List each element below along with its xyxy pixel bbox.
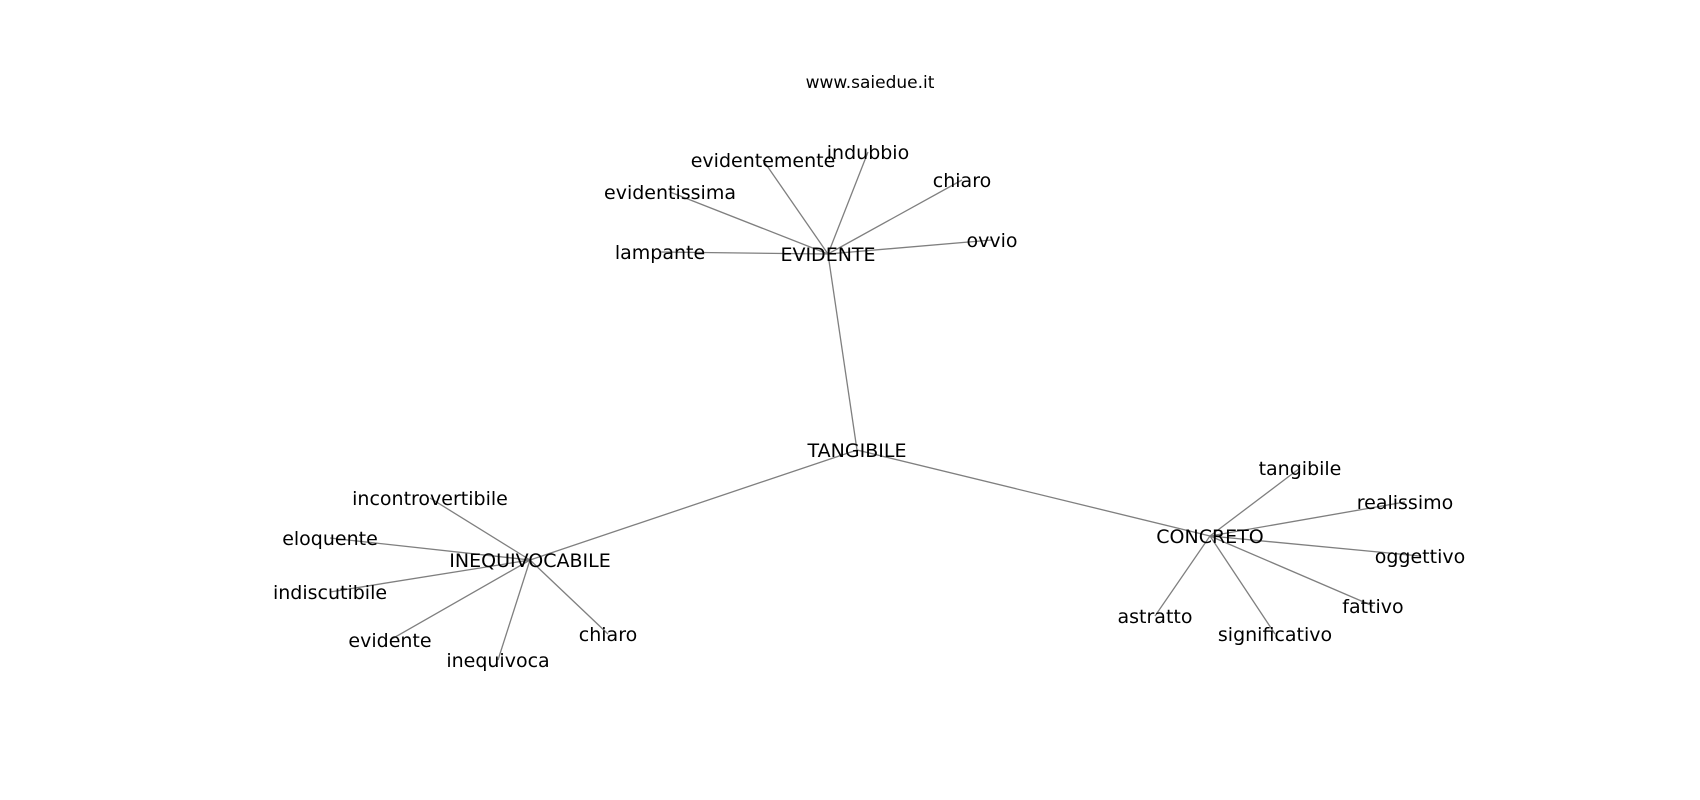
edge-hub-leaf <box>1154 535 1211 617</box>
leaf-node-label: realissimo <box>1357 492 1454 514</box>
edge-hub-leaf <box>762 159 829 255</box>
leaf-node-label: evidentemente <box>691 150 836 172</box>
leaf-node-label: chiaro <box>933 170 991 192</box>
edge-root-hub <box>529 449 858 561</box>
leaf-node-label: indubbio <box>827 142 909 164</box>
leaf-node-label: inequivoca <box>446 650 549 672</box>
leaf-node-label: significativo <box>1218 624 1332 646</box>
edge-root-hub <box>856 449 1211 537</box>
leaf-node-label: indiscutibile <box>273 582 387 604</box>
edges-layer <box>329 151 1421 661</box>
leaf-node-label: tangibile <box>1259 458 1342 480</box>
edge-hub-leaf <box>329 559 531 593</box>
leaf-node-label: eloquente <box>282 528 378 550</box>
edge-hub-leaf <box>529 559 609 635</box>
edge-hub-leaf <box>1209 535 1374 607</box>
edge-hub-leaf <box>329 537 531 561</box>
edge-hub-leaf <box>669 191 829 255</box>
leaf-node-label: lampante <box>615 242 705 264</box>
hub-node-label: CONCRETO <box>1156 526 1263 548</box>
edge-hub-leaf <box>827 239 993 255</box>
leaf-node-label: evidente <box>348 630 431 652</box>
edge-hub-leaf <box>827 179 963 255</box>
edge-hub-leaf <box>1209 535 1421 557</box>
leaf-node-label: fattivo <box>1342 596 1403 618</box>
leaf-node-label: incontrovertibile <box>352 488 508 510</box>
edge-hub-leaf <box>659 251 829 255</box>
edge-hub-leaf <box>429 497 531 561</box>
edge-hub-leaf <box>827 151 869 255</box>
hub-node-label: INEQUIVOCABILE <box>449 550 610 572</box>
root-node-label: TANGIBILE <box>807 440 907 462</box>
edge-hub-leaf <box>497 559 531 661</box>
edge-root-hub <box>827 253 858 451</box>
edge-hub-leaf <box>1209 467 1301 537</box>
hub-node-label: EVIDENTE <box>780 244 875 266</box>
leaf-node-label: evidentissima <box>604 182 736 204</box>
leaf-node-label: astratto <box>1118 606 1193 628</box>
leaf-node-label: chiaro <box>579 624 637 646</box>
leaf-node-label: ovvio <box>966 230 1017 252</box>
watermark-text: www.saiedue.it <box>806 73 935 93</box>
edge-hub-leaf <box>1209 535 1276 635</box>
edge-hub-leaf <box>1209 501 1406 537</box>
edge-hub-leaf <box>389 559 531 641</box>
leaf-node-label: oggettivo <box>1375 546 1465 568</box>
